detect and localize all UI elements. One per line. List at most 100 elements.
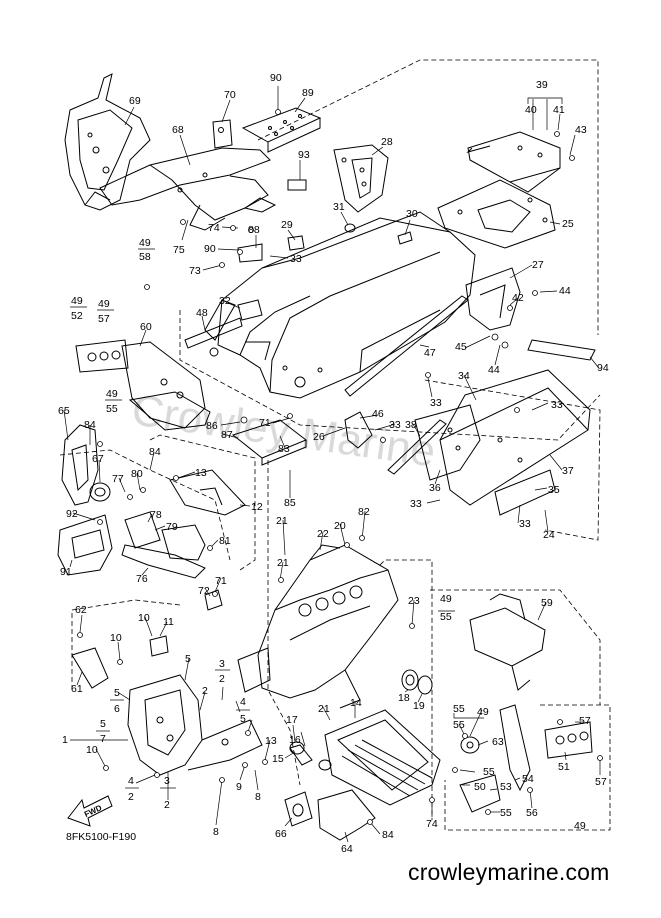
part-68-upper-frame: [99, 147, 277, 231]
main-frame: [204, 211, 476, 399]
label-60: 60: [140, 321, 152, 333]
part-60-bracket: [121, 341, 206, 429]
label-41: 41: [553, 104, 565, 116]
label-47: 47: [424, 347, 436, 359]
label-49-c: 49: [574, 820, 586, 832]
group-box-frame: [179, 310, 601, 441]
label-6: 6: [114, 703, 120, 715]
label-54: 54: [522, 773, 534, 785]
label-66: 66: [275, 828, 287, 840]
bracket-55-49: [453, 713, 484, 719]
fraction-top-49-c: 49: [98, 298, 110, 310]
part-15-16-17: [289, 741, 332, 771]
leader-lines: [63, 86, 601, 843]
label-4: 4: [128, 775, 134, 787]
label-33: 33: [290, 253, 302, 265]
fraction-bottom-55: 55: [106, 403, 118, 415]
label-1: 1: [62, 734, 68, 746]
part-outlines: [57, 73, 596, 841]
part-93-label: [287, 179, 307, 191]
label-36: 36: [429, 482, 441, 494]
part-91-cover: [57, 514, 113, 576]
label-84: 84: [84, 419, 96, 431]
group-box-14: [379, 559, 433, 820]
label-17: 17: [286, 714, 298, 726]
label-35: 35: [548, 484, 560, 496]
label-65: 65: [58, 405, 70, 417]
label-55-d: 55: [500, 807, 512, 819]
label-42: 42: [512, 292, 524, 304]
label-73: 73: [189, 265, 201, 277]
fraction-top-49-b: 49: [71, 295, 83, 307]
label-11: 11: [163, 616, 174, 628]
label-56: 56: [526, 807, 538, 819]
label-16: 16: [289, 734, 301, 746]
label-7: 7: [100, 733, 106, 745]
label-76: 76: [136, 573, 148, 585]
part-66: [284, 791, 313, 827]
part-31: [344, 223, 356, 233]
label-10: 10: [138, 612, 150, 624]
label-53: 53: [500, 781, 512, 793]
label-74-b: 74: [426, 818, 438, 830]
fraction-bottom-58: 58: [139, 251, 151, 263]
part-48-rail: [184, 317, 243, 349]
part-27-bracket: [465, 267, 521, 331]
part-1-side-frame: [127, 674, 263, 776]
group-box-77: [59, 449, 231, 561]
label-2-c: 2: [202, 685, 208, 697]
site-name: crowleymarine.com: [408, 859, 610, 885]
part-67: [89, 482, 111, 502]
fwd-arrow: FWD: [67, 795, 113, 827]
group-box-49: [444, 704, 611, 831]
label-44-b: 44: [488, 364, 500, 376]
part-76-rail: [121, 544, 206, 579]
label-24: 24: [543, 529, 555, 541]
group-box-frame-left: [267, 460, 301, 786]
label-71: 71: [259, 417, 271, 429]
label-2: 2: [128, 791, 134, 803]
part-12-bracket: [169, 469, 246, 516]
label-84-c: 84: [382, 829, 394, 841]
label-30: 30: [406, 208, 418, 220]
part-11: [149, 635, 169, 657]
part-32: [237, 299, 263, 321]
label-51: 51: [558, 761, 570, 773]
fraction-top-49: 49: [139, 237, 151, 249]
label-22: 22: [317, 528, 329, 540]
part-28-bracket: [333, 144, 389, 213]
part-88: [237, 243, 263, 263]
part-63: [460, 736, 480, 754]
part-53-54-bracket: [459, 704, 531, 813]
label-69: 69: [129, 95, 141, 107]
part-25-plate: [437, 179, 556, 249]
label-84-b: 84: [149, 446, 161, 458]
label-61: 61: [71, 683, 83, 695]
label-85: 85: [284, 497, 296, 509]
label-21-c: 21: [318, 703, 330, 715]
diagram-code: 8FK5100-F190: [66, 831, 136, 843]
part-79-bracket: [124, 511, 161, 549]
label-4-b: 4: [240, 696, 246, 708]
group-box-24: [424, 379, 601, 541]
label-87: 87: [221, 429, 233, 441]
label-90: 90: [270, 72, 282, 84]
label-80: 80: [131, 468, 143, 480]
label-25: 25: [562, 218, 574, 230]
label-43: 43: [575, 124, 587, 136]
label-55-b: 55: [453, 719, 465, 731]
label-21-b: 21: [277, 557, 289, 569]
label-33-c: 33: [551, 399, 563, 411]
part-69-front-frame: [64, 73, 151, 211]
label-40: 40: [525, 104, 537, 116]
part-14-radiator: [324, 709, 441, 806]
label-8-b: 8: [213, 826, 219, 838]
part-29: [287, 235, 305, 251]
label-10-b: 10: [110, 632, 122, 644]
label-31: 31: [333, 201, 345, 213]
label-81: 81: [219, 535, 231, 547]
part-61-bracket: [71, 647, 109, 689]
part-51-plate: [544, 721, 593, 759]
part-52-plate: [75, 339, 129, 373]
label-34: 34: [458, 370, 470, 382]
